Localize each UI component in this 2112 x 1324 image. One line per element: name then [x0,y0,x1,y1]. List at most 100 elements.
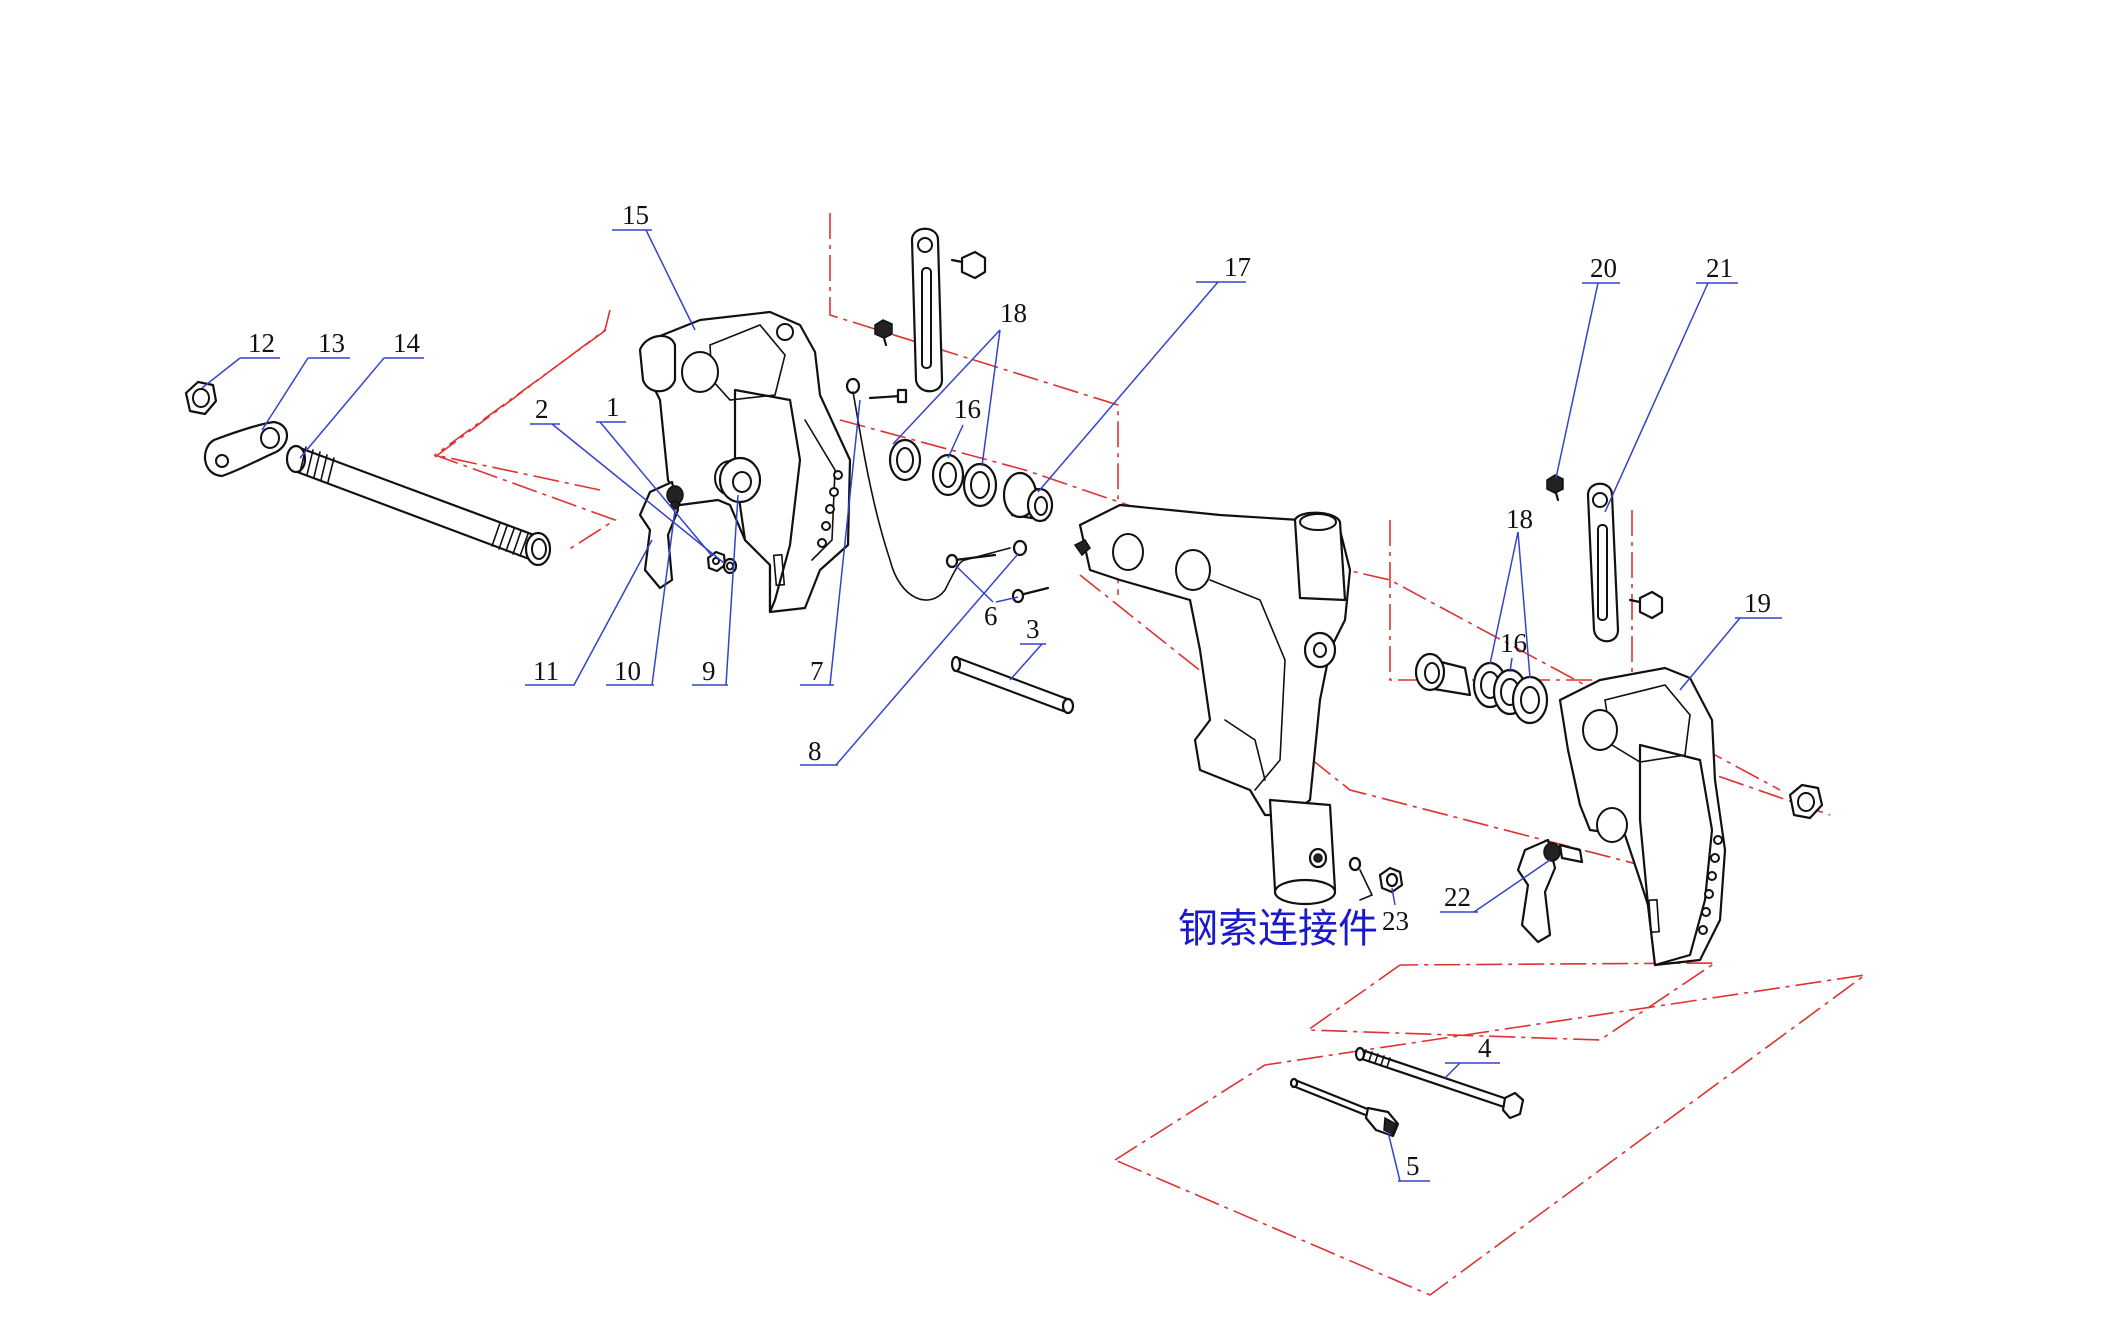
leader-5 [1387,1131,1401,1182]
part-4-bolt-head [1501,1091,1525,1120]
center-line-lower-axis [1079,574,1661,871]
callout-21: 21 [1706,253,1733,283]
callout-4: 4 [1478,1033,1492,1063]
part-22-spring [1558,843,1584,864]
part-12-nut-bore [192,388,210,408]
part-15-bracket-side-plate [733,388,802,614]
cable-connector-fitting [1348,856,1374,901]
part-18-link-top-eye [917,237,933,253]
part-11-lock-lever [638,480,684,590]
part-19-pivot-eye [1582,709,1618,751]
callout-18-top: 18 [1000,298,1027,328]
part-4-bolt-thread [1362,1049,1391,1068]
leader-3 [1009,643,1043,681]
leader-19 [1679,617,1741,691]
part-22-lock-lever [1516,838,1584,944]
part-18-bolt-top [874,319,893,347]
part-5-cable-terminal [1289,1077,1400,1138]
part-19-adjust-slot [1648,898,1660,934]
center-line-box-5 [1114,974,1866,1296]
center-line-box-4 [1305,962,1718,1041]
callout-12: 12 [248,328,275,358]
leader-9 [725,494,739,686]
part-18-knob-top [950,250,987,280]
leader-8 [835,553,1019,766]
swivel-bracket-clip [1073,539,1091,557]
callout-6: 6 [984,601,998,631]
part-6-screw-b [1011,586,1050,604]
callout-17: 17 [1224,252,1251,282]
leader-11 [573,539,653,686]
part-6-screw-a [945,553,997,569]
leader-12 [201,357,241,389]
part-14-thread-left [299,446,335,483]
cable-connector-note: 钢索连接件 [1178,906,1378,952]
callout-15: 15 [622,200,649,230]
cable-connector-ring [1348,856,1362,872]
callout-10: 10 [614,656,641,686]
callout-20: 20 [1590,253,1617,283]
part-15-adjust-slot [772,553,786,587]
part-14-tube-end-left [285,444,307,474]
swivel-bracket [1073,503,1352,906]
leader-4 [1444,1062,1461,1079]
part-7-pin [845,377,908,404]
swivel-bracket-rib-2 [1224,719,1266,781]
part-13-lug-washer [204,420,289,478]
callout-9: 9 [702,656,716,686]
callout-5: 5 [1406,1151,1420,1181]
callout-labels: 12 13 14 15 2 1 11 10 9 7 8 6 3 16 18 17… [248,200,1771,1181]
callout-11: 11 [533,656,559,686]
leader-21 [1604,282,1709,513]
leader-7 [829,399,861,686]
part-21-link-slot [1597,524,1608,621]
callout-18-right: 18 [1506,504,1533,534]
part-9-bushing-bore [732,471,752,493]
callout-23: 23 [1382,906,1409,936]
leader-18a-1 [892,329,1001,445]
part-19-adjust-holes [1698,835,1723,935]
center-line-tube-box [433,329,617,551]
part-18-link-top-slot [921,267,932,369]
part-16-washers-left [888,438,998,508]
part-18-knob-right [1628,590,1664,620]
callout-14: 14 [393,328,421,358]
part-21-slotted-link [1586,482,1620,643]
center-line-box-left [434,454,601,491]
part-14-thread-right [491,522,529,557]
leader-10 [651,509,676,686]
part-10-pin [670,500,680,510]
part-15-bracket-boss [638,334,677,393]
part-21-link-eye [1592,492,1608,508]
leader-13 [261,357,309,431]
part-15-rib-2 [804,419,836,561]
part-7-pin-shaft [868,394,902,400]
leader-23 [1391,887,1396,906]
swivel-bracket-tube-bottom-end [1273,878,1337,906]
cable-connector-wire [1359,869,1374,901]
part-3-rod [950,655,1075,715]
callout-2: 2 [535,394,549,424]
callout-13: 13 [318,328,345,358]
leader-18b-1 [1489,531,1519,665]
leader-16b [1509,657,1513,673]
part-9-bushing [718,456,762,504]
callout-underlines [240,229,1782,1182]
part-15-adjust-holes [817,470,843,548]
part-4-long-bolt [1354,1046,1525,1120]
swivel-bracket-tube-top-bore [1299,513,1337,531]
leader-22 [1473,859,1551,913]
callout-16-right: 16 [1500,628,1527,658]
part-8-wire-lanyard [852,391,1011,601]
part-23-fitting [1378,866,1404,894]
part-18-slotted-link-top [910,227,944,393]
leader-18a-2 [981,329,1001,467]
part-15-pivot-eye [681,351,719,393]
leader-1 [599,421,713,557]
part-19-right-bracket [1558,666,1727,967]
part-13-lug-hole-a [215,454,229,468]
part-12-nut [184,380,218,416]
leader-17 [1037,281,1219,493]
leader-lines [201,229,1741,1182]
